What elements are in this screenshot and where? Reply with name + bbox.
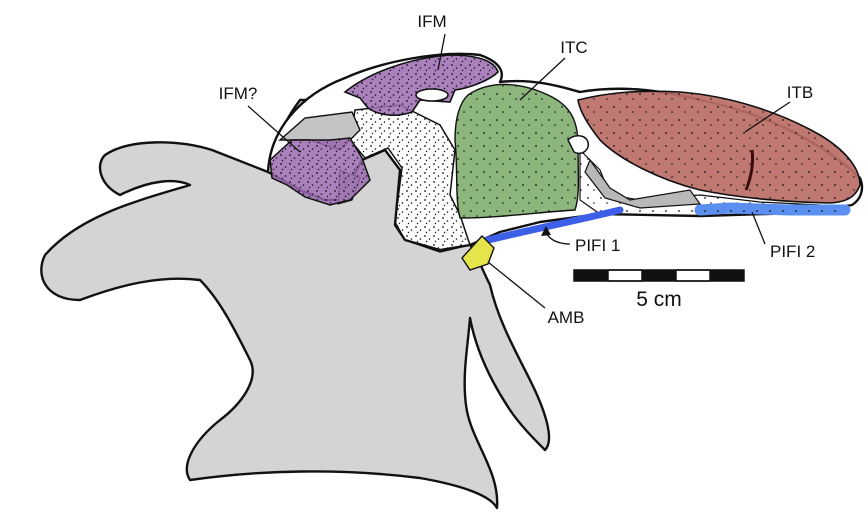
- label-pifi1: PIFI 1: [575, 236, 620, 255]
- pifi2-band-dots: [700, 205, 845, 215]
- scale-bar-seg-5: [710, 270, 744, 281]
- itc-region-dots: [455, 84, 578, 218]
- label-amb: AMB: [548, 308, 585, 327]
- scale-bar-seg-1: [574, 270, 608, 281]
- label-ifm-q: IFM?: [219, 84, 258, 103]
- label-itc: ITC: [560, 38, 587, 57]
- leader-pifi2: [752, 212, 765, 244]
- leader-amb: [488, 262, 545, 308]
- label-itb: ITB: [787, 83, 813, 102]
- label-ifm: IFM: [417, 12, 446, 31]
- scale-bar-seg-3: [642, 270, 676, 281]
- scale-bar-seg-4: [676, 270, 710, 281]
- ifm-hole: [416, 89, 448, 101]
- label-pifi2: PIFI 2: [770, 242, 815, 261]
- scale-bar: 5 cm: [574, 270, 744, 311]
- scale-bar-label: 5 cm: [636, 288, 682, 311]
- scale-bar-seg-2: [608, 270, 642, 281]
